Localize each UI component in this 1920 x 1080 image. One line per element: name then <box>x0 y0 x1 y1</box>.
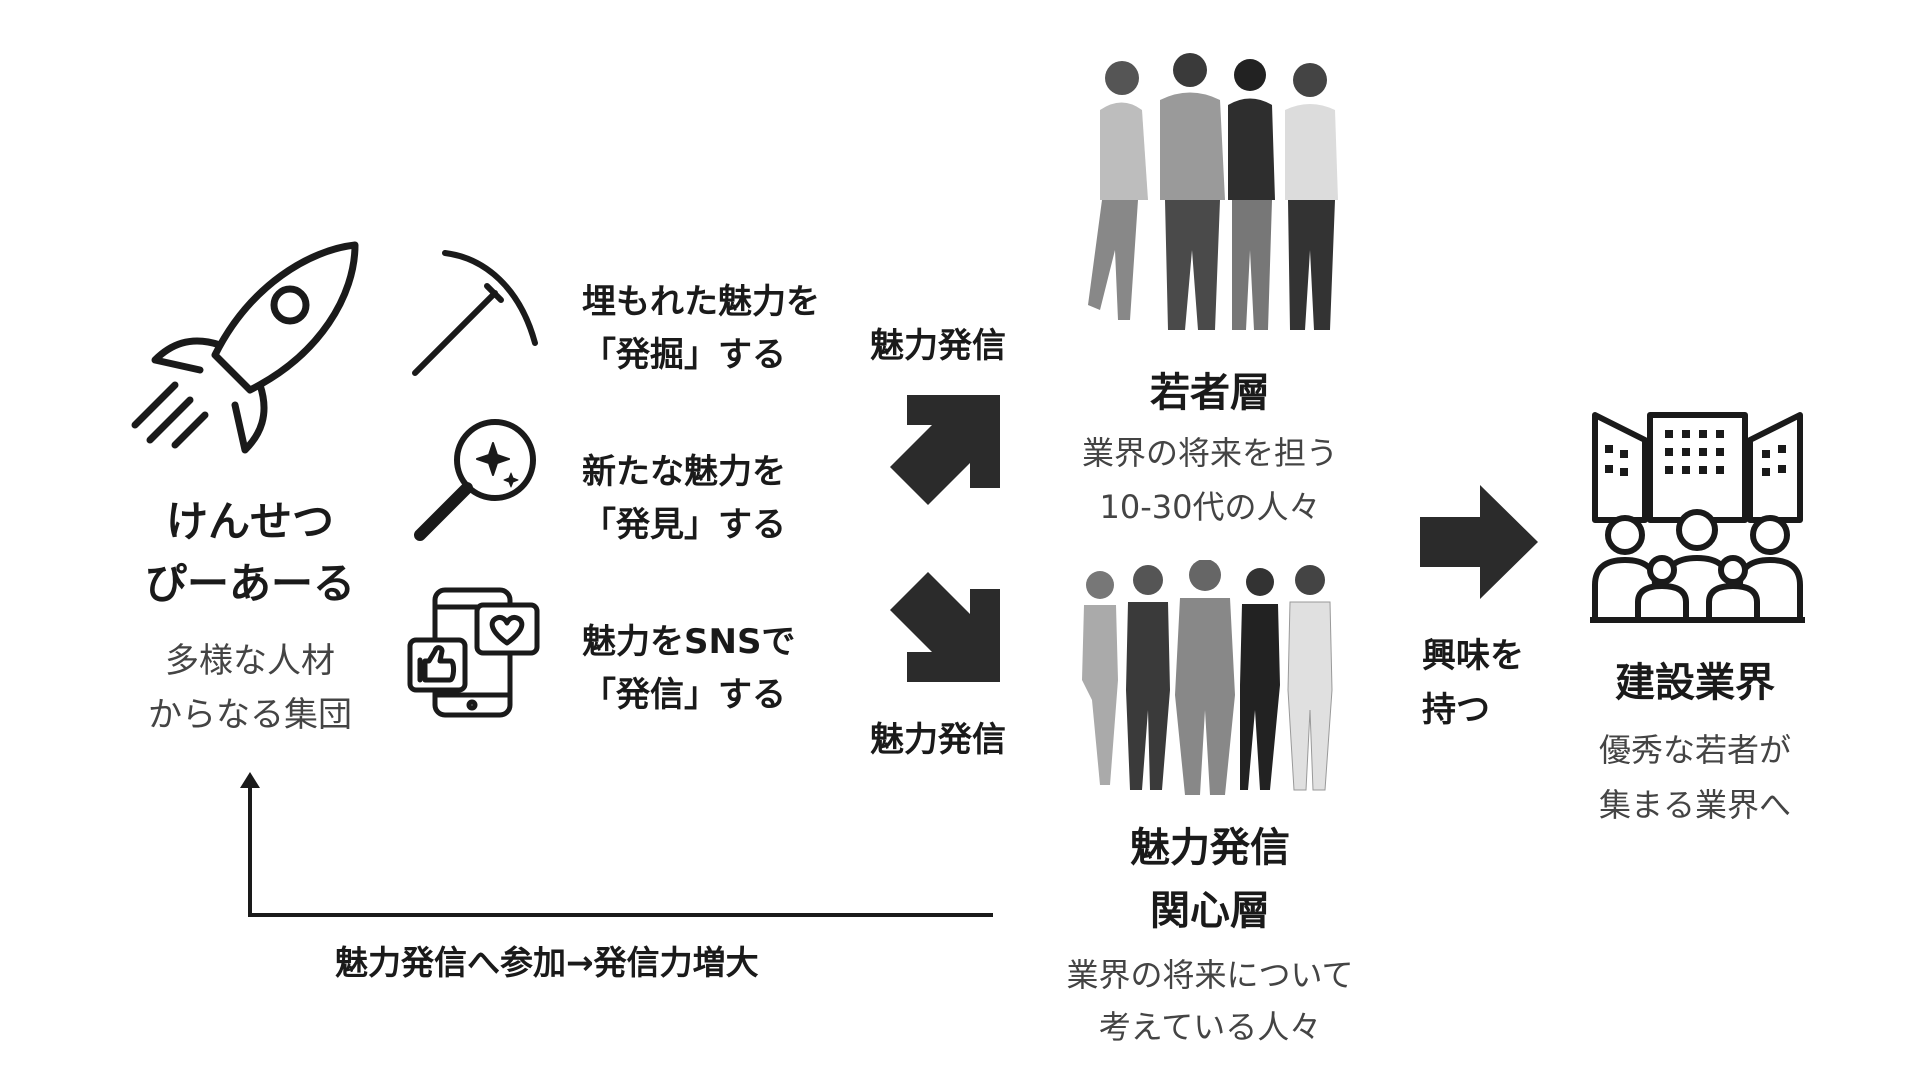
action-2-line1: 新たな魅力を <box>582 452 786 492</box>
arrow-up-right-icon <box>890 390 1005 505</box>
youth-title: 若者層 <box>1150 370 1270 416</box>
feedback-line-vertical <box>248 785 252 917</box>
arrow-right-icon <box>1420 485 1540 600</box>
youth-desc-line1: 業界の将来を担う <box>1081 434 1338 472</box>
arrow-lower-label: 魅力発信 <box>870 720 1006 760</box>
feedback-line-horizontal <box>248 913 993 917</box>
action-1-line1: 埋もれた魅力を <box>582 282 820 322</box>
rocket-icon <box>130 235 370 465</box>
industry-desc-line2: 集まる業界へ <box>1598 786 1791 824</box>
buildings-people-icon <box>1590 410 1805 625</box>
industry-title: 建設業界 <box>1615 660 1775 706</box>
young-people-group-image <box>1060 50 1360 350</box>
arrow-upper-label: 魅力発信 <box>870 326 1006 366</box>
interested-title-line1: 魅力発信 <box>1130 825 1290 871</box>
org-name-line2: ぴーあーる <box>144 559 355 608</box>
interest-label-line2: 持つ <box>1422 690 1490 730</box>
interested-title-line2: 関心層 <box>1150 888 1270 934</box>
business-people-group-image <box>1070 560 1350 800</box>
smartphone-sns-icon <box>405 585 545 720</box>
industry-desc-line1: 優秀な若者が <box>1598 731 1791 769</box>
interested-desc-line1: 業界の将来について <box>1066 956 1354 994</box>
action-3-line1: 魅力をSNSで <box>582 622 796 662</box>
feedback-label: 魅力発信へ参加→発信力増大 <box>335 943 759 982</box>
interested-desc-line2: 考えている人々 <box>1098 1008 1322 1046</box>
org-desc-line1: 多様な人材 <box>165 641 335 681</box>
interest-label-line1: 興味を <box>1422 636 1524 676</box>
arrow-down-right-icon <box>890 572 1005 687</box>
youth-desc-line2: 10-30代の人々 <box>1099 488 1321 526</box>
pickaxe-icon <box>405 248 545 383</box>
action-2-line2: 「発見」する <box>582 505 786 545</box>
action-3-line2: 「発信」する <box>582 675 786 715</box>
action-1-line2: 「発掘」する <box>582 335 786 375</box>
magnifier-sparkle-icon <box>405 415 545 545</box>
arrow-head-up-icon <box>240 772 260 788</box>
org-name-line1: けんせつ <box>165 497 334 546</box>
org-desc-line2: からなる集団 <box>148 695 352 735</box>
